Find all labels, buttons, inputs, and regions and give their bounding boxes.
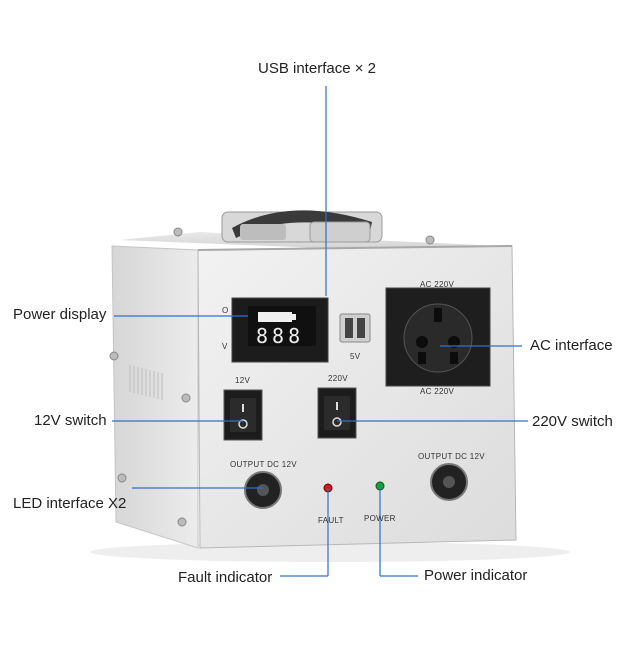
display-digits: 888	[256, 324, 305, 348]
power-display	[231, 297, 329, 363]
ac-top-label: AC 220V	[420, 280, 455, 289]
dc-output-right	[430, 463, 468, 501]
power-label: POWER	[364, 514, 396, 523]
callout-power-display: Power display	[13, 306, 107, 323]
ac-socket	[385, 287, 491, 387]
carry-handle	[221, 210, 383, 243]
device-side-panel	[111, 245, 199, 549]
callout-usb: USB interface × 2	[258, 60, 376, 77]
output-left-label: OUTPUT DC 12V	[230, 460, 297, 469]
callout-12v-switch: 12V switch	[34, 412, 107, 429]
fault-label: FAULT	[318, 516, 344, 525]
leader-lines	[112, 86, 528, 577]
label-220v: 220V	[328, 374, 348, 383]
side-vents	[129, 365, 163, 400]
switch-12v-body	[223, 389, 263, 441]
usb-ports	[339, 313, 371, 343]
callout-fault-indicator: Fault indicator	[178, 569, 273, 586]
display-label-v: V	[222, 342, 228, 351]
callout-220v-switch: 220V switch	[532, 413, 613, 430]
callout-ac-interface: AC interface	[530, 337, 613, 354]
dc-output-left	[244, 471, 282, 509]
switch-220v-body	[317, 387, 357, 439]
label-12v: 12V	[235, 376, 251, 385]
callout-power-indicator: Power indicator	[424, 567, 528, 584]
display-label-o: O	[222, 306, 229, 315]
output-right-label: OUTPUT DC 12V	[418, 452, 485, 461]
ac-bottom-label: AC 220V	[420, 387, 455, 396]
usb-5v-label: 5V	[350, 352, 361, 361]
callout-led-interface: LED interface X2	[13, 495, 127, 512]
